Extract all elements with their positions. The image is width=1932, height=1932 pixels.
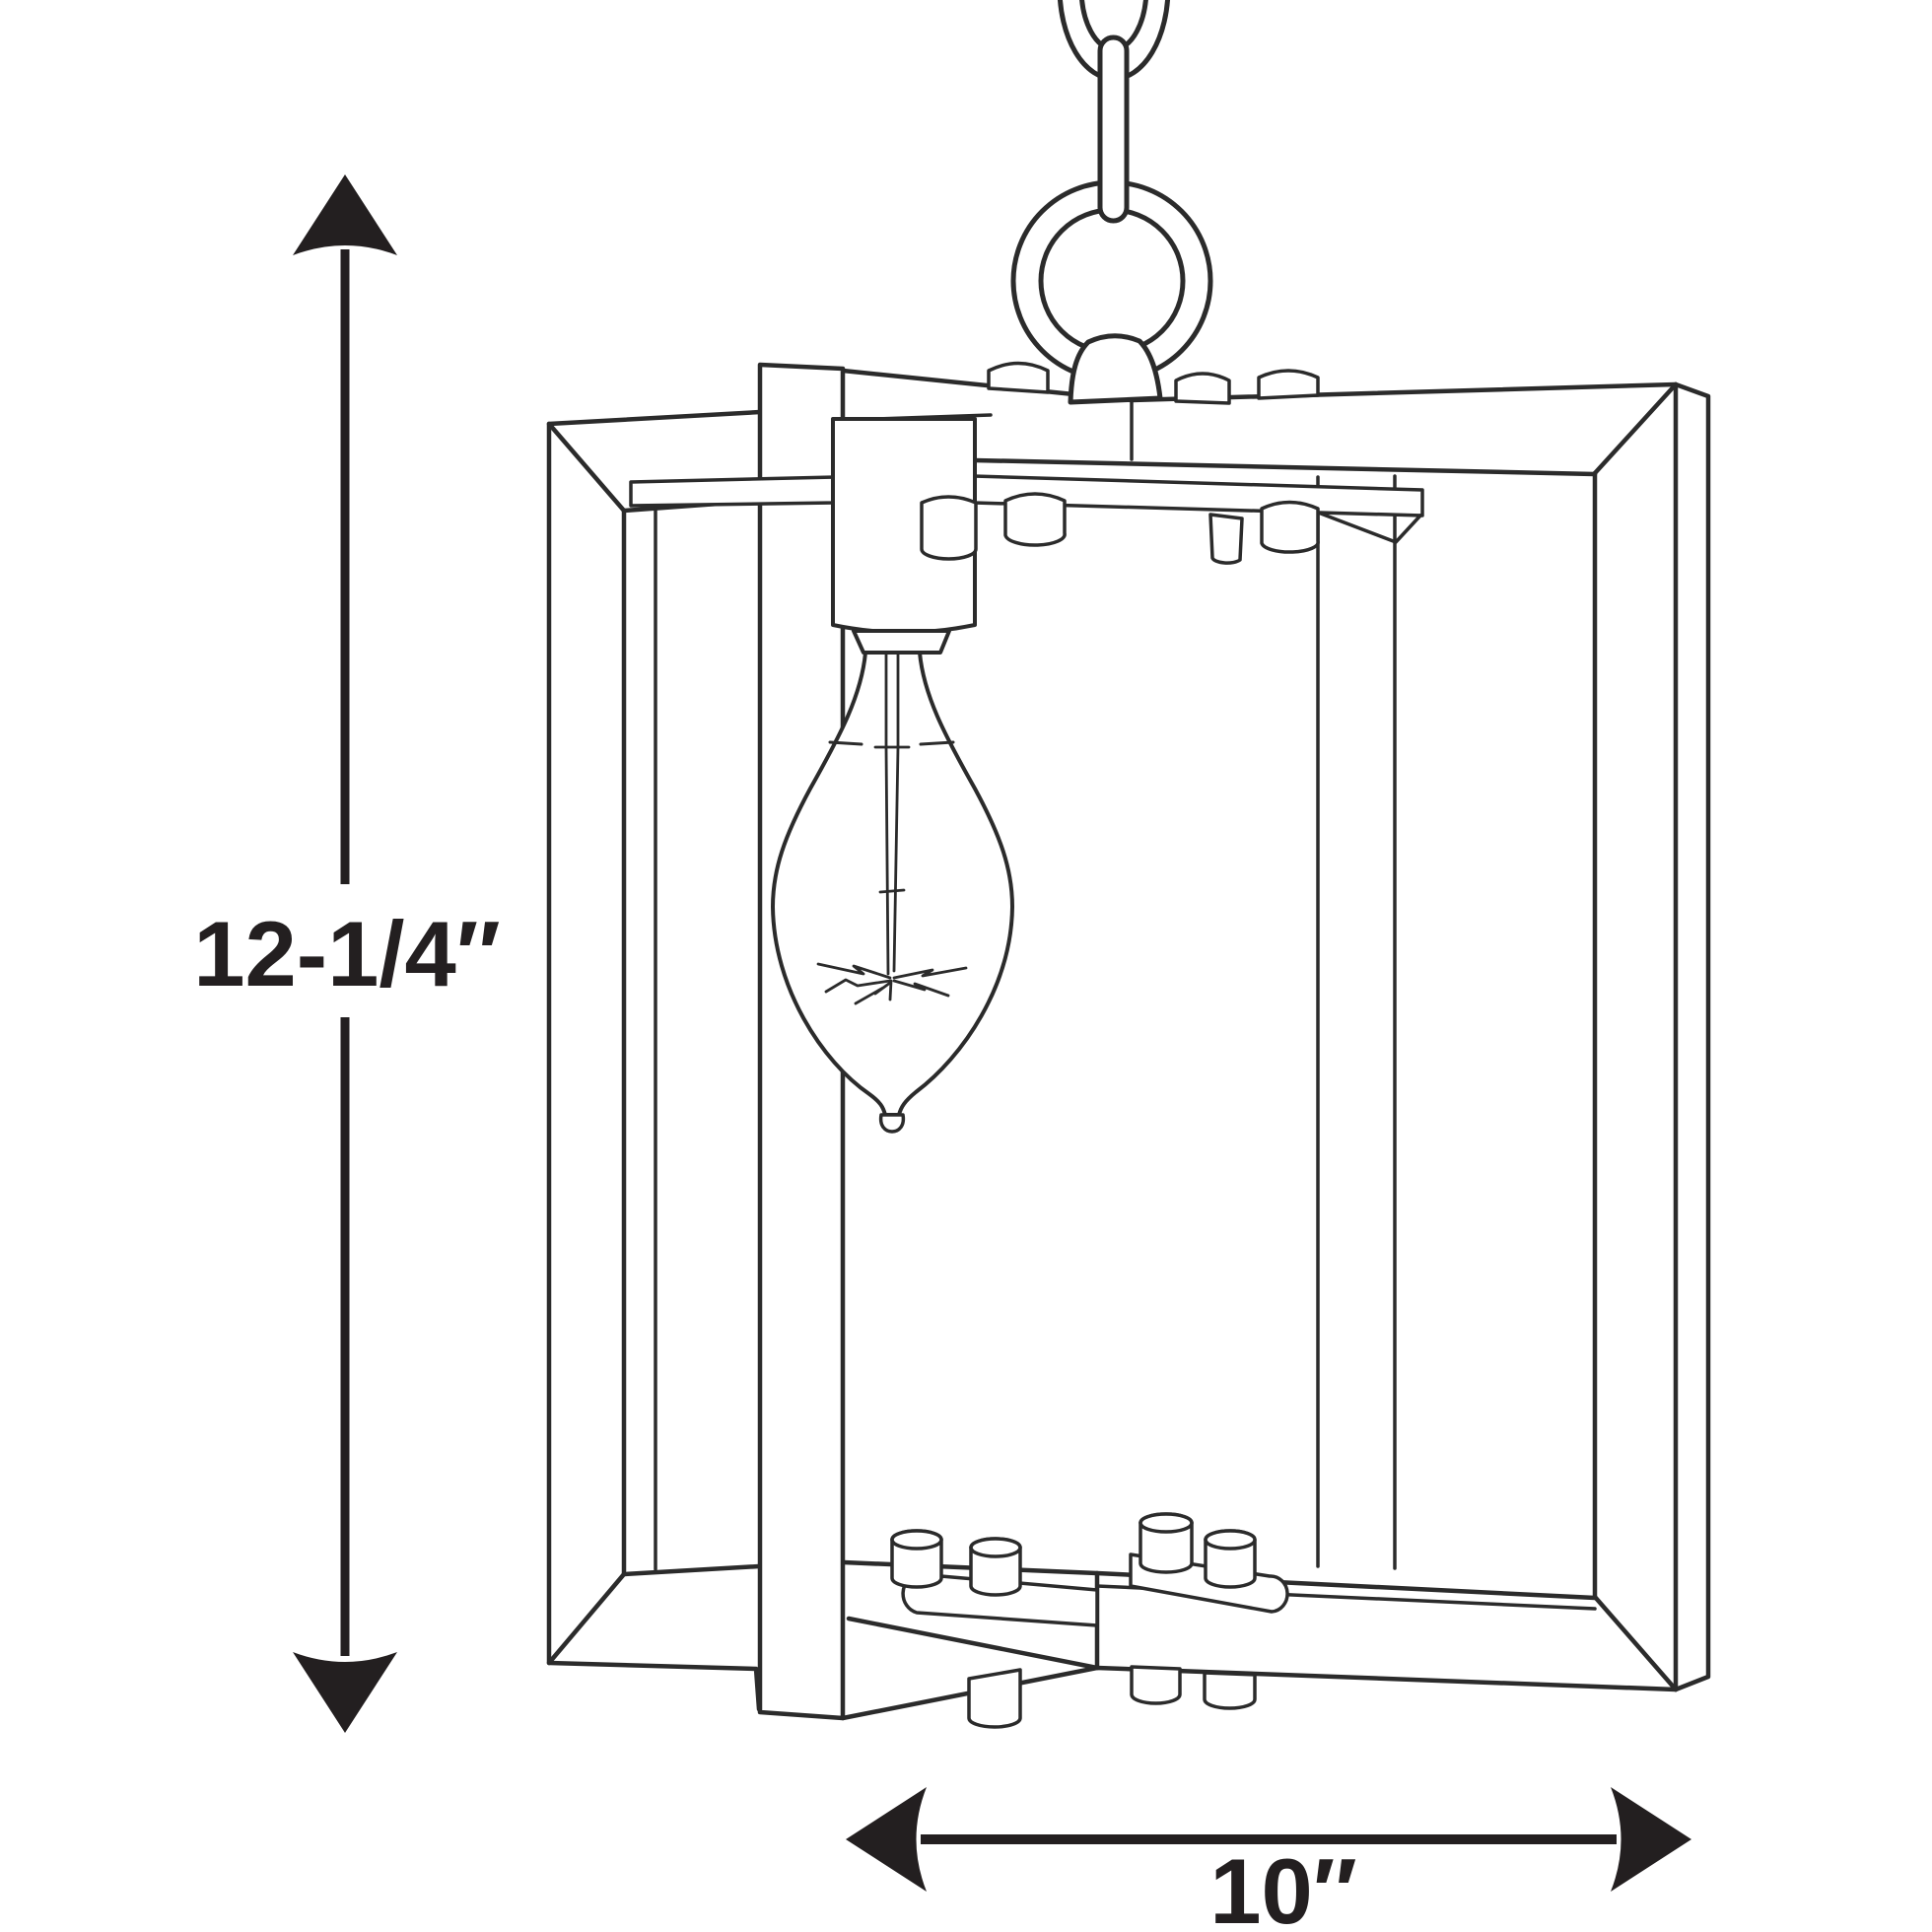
filament-leg-1 bbox=[816, 962, 892, 980]
frame-right-top-bevel bbox=[1592, 381, 1679, 476]
chain-capsule-link bbox=[1097, 34, 1130, 224]
bolt-up-1-rim bbox=[890, 1529, 943, 1551]
center-post bbox=[757, 362, 846, 1721]
filament-leg-3 bbox=[854, 981, 892, 1005]
frame-right-bottom-rail-face bbox=[846, 1616, 1100, 1671]
lamp-socket bbox=[831, 417, 977, 655]
top-strap-bracket bbox=[1319, 512, 1422, 544]
edison-bulb bbox=[771, 651, 1014, 1134]
bottom-upright-bolts bbox=[890, 1512, 1257, 1597]
bolt-below-3 bbox=[1203, 1671, 1257, 1710]
filament-leg-4 bbox=[892, 979, 950, 998]
bulb-tip bbox=[878, 1113, 906, 1134]
mounting-knob bbox=[1068, 333, 1163, 405]
frame-right-side-face bbox=[1673, 381, 1711, 1692]
filament-tick bbox=[878, 888, 906, 894]
bolt-hang-4 bbox=[1208, 513, 1244, 565]
filament-leg-2 bbox=[824, 978, 892, 994]
arrow-up-icon bbox=[293, 174, 397, 255]
bolt-below-1 bbox=[967, 1668, 1022, 1729]
top-rail-bolts bbox=[987, 361, 1320, 405]
height-label: 12-1/4″ bbox=[193, 902, 501, 1005]
bulb-glass-seam-left bbox=[828, 740, 863, 746]
bolt-top-1 bbox=[987, 361, 1050, 394]
width-dimension: 10″ bbox=[846, 1787, 1691, 1932]
frame-left-inner-bottom-edge bbox=[621, 1563, 762, 1577]
width-label: 10″ bbox=[1209, 1839, 1357, 1932]
fixture-drawing bbox=[546, 0, 1711, 1729]
filament-wire-left bbox=[884, 745, 890, 976]
bolt-hang-1 bbox=[920, 495, 978, 561]
chain-assembly bbox=[1010, 0, 1213, 405]
arrow-right-icon bbox=[1611, 1787, 1691, 1892]
arrow-down-icon bbox=[293, 1652, 397, 1733]
dimension-annotations: 12-1/4″ 10″ bbox=[193, 174, 1691, 1932]
frame-left-top-bevel bbox=[546, 421, 627, 514]
bolt-top-3 bbox=[1257, 369, 1320, 400]
bolt-up-4-rim bbox=[1204, 1529, 1257, 1551]
top-hanging-bolts bbox=[920, 492, 1320, 565]
filament bbox=[816, 653, 968, 1005]
bolt-up-3-rim bbox=[1138, 1512, 1194, 1534]
height-dimension: 12-1/4″ bbox=[193, 174, 501, 1733]
arrow-left-icon bbox=[846, 1787, 927, 1892]
filament-wire-right bbox=[892, 745, 900, 973]
wood-frame-left bbox=[546, 409, 763, 1712]
frame-right-bottom-bevel bbox=[1592, 1594, 1679, 1692]
bolt-top-2 bbox=[1174, 372, 1231, 405]
bolt-up-2-rim bbox=[969, 1537, 1022, 1558]
bottom-hanging-bolts bbox=[967, 1665, 1257, 1729]
bolt-hang-2 bbox=[1003, 492, 1067, 547]
frame-left-bottom-bevel bbox=[546, 1571, 627, 1666]
bulb-glass-seam-right bbox=[919, 740, 955, 746]
filament-leg-6 bbox=[888, 979, 893, 1001]
filament-leg-5 bbox=[892, 966, 968, 980]
socket-collar bbox=[852, 629, 951, 655]
bolt-below-2 bbox=[1130, 1665, 1182, 1705]
top-strap-left bbox=[629, 475, 837, 508]
hanging-ring-inner bbox=[1038, 207, 1186, 355]
bolt-hang-3 bbox=[1260, 500, 1320, 554]
